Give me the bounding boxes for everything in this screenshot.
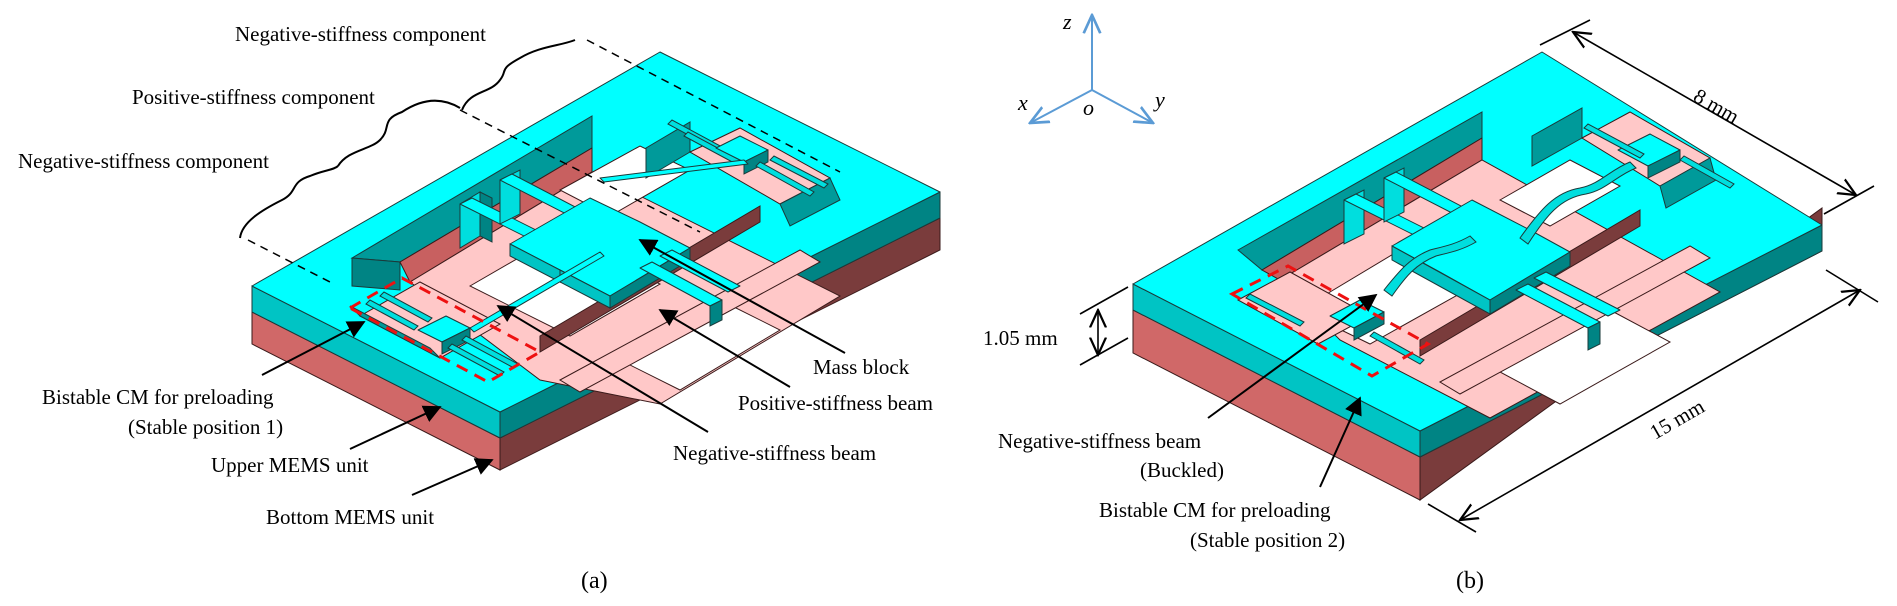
x-axis-label: x	[1017, 90, 1028, 115]
component-guides-a	[239, 39, 841, 283]
caption-a: (a)	[581, 568, 608, 594]
z-axis-label: z	[1062, 9, 1072, 34]
pointer-bottom-unit	[411, 458, 494, 496]
label-bistable-cm-b-line1: Bistable CM for preloading	[1099, 498, 1331, 522]
label-bistable-cm-a-line2: (Stable position 1)	[128, 415, 283, 439]
brace-positive	[337, 99, 461, 167]
x-axis-arrow	[1030, 89, 1093, 123]
panel-a: Negative-stiffness component Positive-st…	[18, 22, 941, 594]
pointer-positive-beam	[658, 309, 791, 388]
pointer-negative-beam-a	[496, 305, 709, 433]
pointer-bistable-cm-b	[1319, 396, 1362, 488]
coordinate-axes: z x y o	[1017, 9, 1165, 123]
pointer-mass-block	[638, 239, 846, 354]
label-negative-stiffness-component-top: Negative-stiffness component	[235, 22, 486, 46]
bistable-cm-highlight-a	[346, 276, 544, 384]
label-negative-stiffness-beam-b-line2: (Buckled)	[1140, 458, 1224, 482]
dimension-width-label: 8 mm	[1690, 84, 1744, 129]
y-axis-label: y	[1153, 87, 1165, 112]
label-negative-stiffness-beam-a: Negative-stiffness beam	[673, 441, 876, 465]
mass-block-a	[459, 169, 741, 327]
label-mass-block: Mass block	[813, 355, 910, 379]
label-upper-mems-unit: Upper MEMS unit	[211, 453, 369, 477]
caption-b: (b)	[1456, 568, 1484, 594]
label-bottom-mems-unit: Bottom MEMS unit	[266, 505, 434, 529]
pointer-negative-beam-b	[1207, 293, 1378, 419]
label-bistable-cm-b-line2: (Stable position 2)	[1190, 528, 1345, 552]
label-negative-stiffness-beam-b-line1: Negative-stiffness beam	[998, 429, 1201, 453]
dimension-thickness: 1.05 mm	[983, 286, 1129, 366]
dimension-length-label: 15 mm	[1646, 394, 1709, 444]
pointer-bistable-cm-a	[261, 321, 366, 376]
buckled-ns-beam-lower	[1383, 235, 1477, 297]
label-negative-stiffness-component-bottom: Negative-stiffness component	[18, 149, 269, 173]
brace-negative-top	[461, 39, 576, 111]
label-positive-stiffness-component: Positive-stiffness component	[132, 85, 375, 109]
brace-negative-bottom	[239, 165, 339, 239]
dimension-thickness-label: 1.05 mm	[983, 326, 1058, 350]
label-bistable-cm-a-line1: Bistable CM for preloading	[42, 385, 274, 409]
label-positive-stiffness-beam: Positive-stiffness beam	[738, 391, 933, 415]
bistable-cm-highlight-b	[1228, 264, 1432, 378]
origin-label: o	[1083, 95, 1094, 120]
y-axis-arrow	[1091, 89, 1153, 123]
pointer-upper-unit	[349, 405, 442, 450]
negative-stiffness-beams-a	[365, 119, 829, 377]
panel-b: 8 mm 15 mm 1.05 mm Negative-stiffness be…	[983, 19, 1879, 594]
